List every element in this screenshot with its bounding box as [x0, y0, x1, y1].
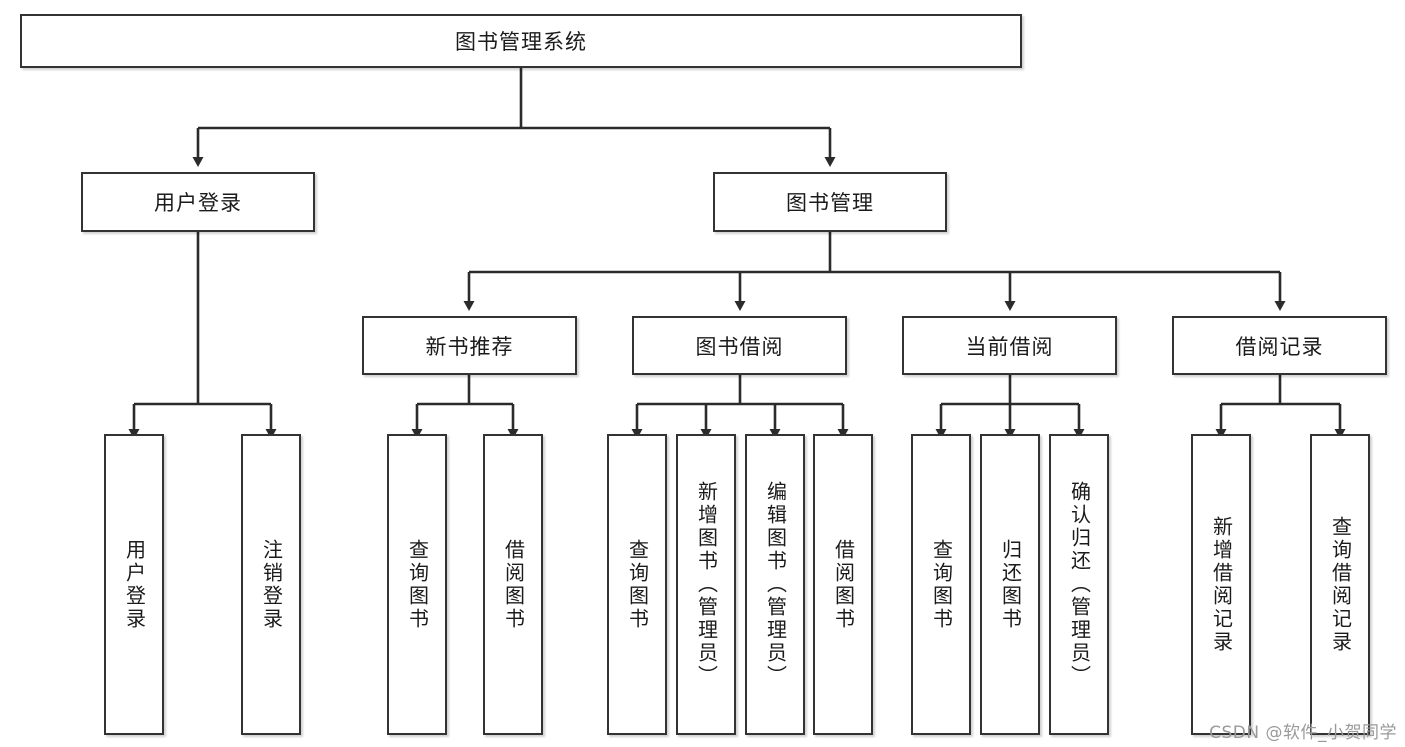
node-label: 确认归还（管理员）	[1067, 481, 1092, 688]
node-label: 用户登录	[154, 191, 242, 215]
node-new-book-recommend[interactable]: 新书推荐	[362, 316, 577, 375]
node-root-system[interactable]: 图书管理系统	[20, 14, 1022, 68]
leaf-user-login[interactable]: 用户登录	[104, 434, 164, 735]
leaf-return-book[interactable]: 归还图书	[980, 434, 1040, 735]
leaf-query-borrow-record[interactable]: 查询借阅记录	[1310, 434, 1370, 735]
leaf-query-book-borrow[interactable]: 查询图书	[607, 434, 667, 735]
leaf-add-borrow-record[interactable]: 新增借阅记录	[1191, 434, 1251, 735]
node-label: 图书借阅	[695, 334, 784, 359]
node-label: 归还图书	[998, 538, 1023, 631]
leaf-borrow-book-new[interactable]: 借阅图书	[483, 434, 543, 735]
leaf-query-book-new[interactable]: 查询图书	[387, 434, 447, 735]
node-label: 借阅图书	[831, 538, 856, 631]
node-label: 查询图书	[405, 538, 430, 631]
node-label: 查询图书	[625, 538, 650, 631]
node-borrow-record[interactable]: 借阅记录	[1172, 316, 1387, 375]
node-label: 新增借阅记录	[1209, 515, 1234, 654]
leaf-query-book-current[interactable]: 查询图书	[911, 434, 971, 735]
node-current-borrow[interactable]: 当前借阅	[902, 316, 1117, 375]
node-label: 新书推荐	[425, 334, 514, 359]
node-label: 借阅图书	[501, 538, 526, 631]
node-label: 用户登录	[122, 538, 147, 631]
leaf-borrow-book[interactable]: 借阅图书	[813, 434, 873, 735]
leaf-edit-book-admin[interactable]: 编辑图书（管理员）	[745, 434, 805, 735]
node-label: 新增图书（管理员）	[694, 481, 719, 688]
node-label: 查询借阅记录	[1328, 515, 1353, 654]
node-user-login[interactable]: 用户登录	[81, 172, 315, 232]
leaf-confirm-return-admin[interactable]: 确认归还（管理员）	[1049, 434, 1109, 735]
leaf-add-book-admin[interactable]: 新增图书（管理员）	[676, 434, 736, 735]
node-label: 图书管理	[786, 191, 874, 215]
node-label: 查询图书	[929, 538, 954, 631]
node-label: 编辑图书（管理员）	[763, 481, 788, 688]
node-book-borrow[interactable]: 图书借阅	[632, 316, 847, 375]
node-label: 借阅记录	[1235, 334, 1324, 359]
leaf-logout[interactable]: 注销登录	[241, 434, 301, 735]
node-book-management[interactable]: 图书管理	[713, 172, 947, 232]
node-label: 当前借阅	[965, 334, 1054, 359]
node-label: 注销登录	[259, 538, 284, 631]
node-label: 图书管理系统	[455, 30, 587, 54]
